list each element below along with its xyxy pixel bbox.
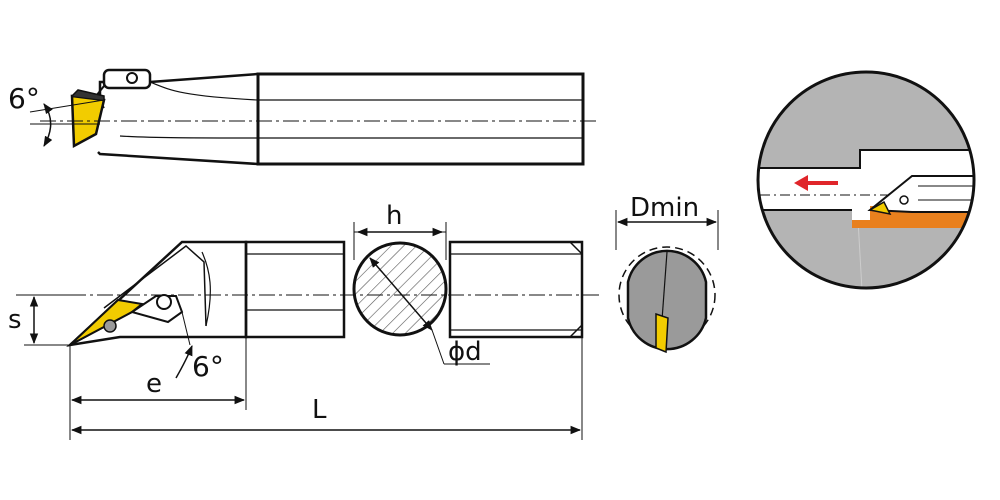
end-insert (655, 312, 669, 354)
top-neck-line (119, 135, 259, 139)
side-view-tool (16, 222, 600, 440)
side-head-edge (103, 245, 207, 327)
h-label: h (386, 201, 402, 231)
bottom-angle-line (181, 311, 191, 346)
top-angle-line (29, 99, 105, 113)
top-insert-top (71, 89, 105, 100)
d-dim (369, 257, 433, 331)
side-insert-hole (103, 319, 117, 333)
detail-circle-border (756, 70, 976, 290)
d-leader (431, 329, 445, 365)
top-neck-line (149, 81, 259, 101)
top-neck-lower (97, 151, 259, 166)
bottom-angle-arrow (175, 345, 193, 379)
d-label: ϕd (448, 337, 482, 367)
side-shank-a (244, 240, 346, 339)
detail-tool (867, 175, 974, 213)
detail-view (756, 70, 976, 290)
bottom-angle-label: 6° (192, 350, 224, 383)
detail-screw (899, 195, 909, 205)
side-shank-b (448, 240, 584, 339)
top-shank-rear (256, 72, 585, 166)
workpiece-mark (857, 219, 863, 288)
s-label: s (8, 305, 22, 335)
top-clamp-screw (126, 72, 138, 84)
top-view-tool (29, 68, 600, 166)
chip-notch (852, 206, 870, 220)
top-angle-label: 6° (8, 82, 40, 115)
dmin-label: Dmin (630, 193, 699, 223)
detail-insert (867, 200, 892, 216)
cross-section (352, 241, 448, 337)
feed-arrow-head (794, 175, 808, 191)
end-body (626, 249, 708, 351)
side-head-edge (201, 251, 211, 327)
e-label: e (146, 369, 162, 399)
end-view (615, 210, 719, 354)
end-line (661, 251, 668, 321)
side-chamfer (569, 241, 583, 255)
side-clamp-screw (156, 294, 172, 310)
L-label: L (312, 395, 327, 425)
top-angle-arc (43, 103, 53, 147)
dmin-circle (618, 246, 716, 344)
side-chamfer (569, 324, 583, 338)
